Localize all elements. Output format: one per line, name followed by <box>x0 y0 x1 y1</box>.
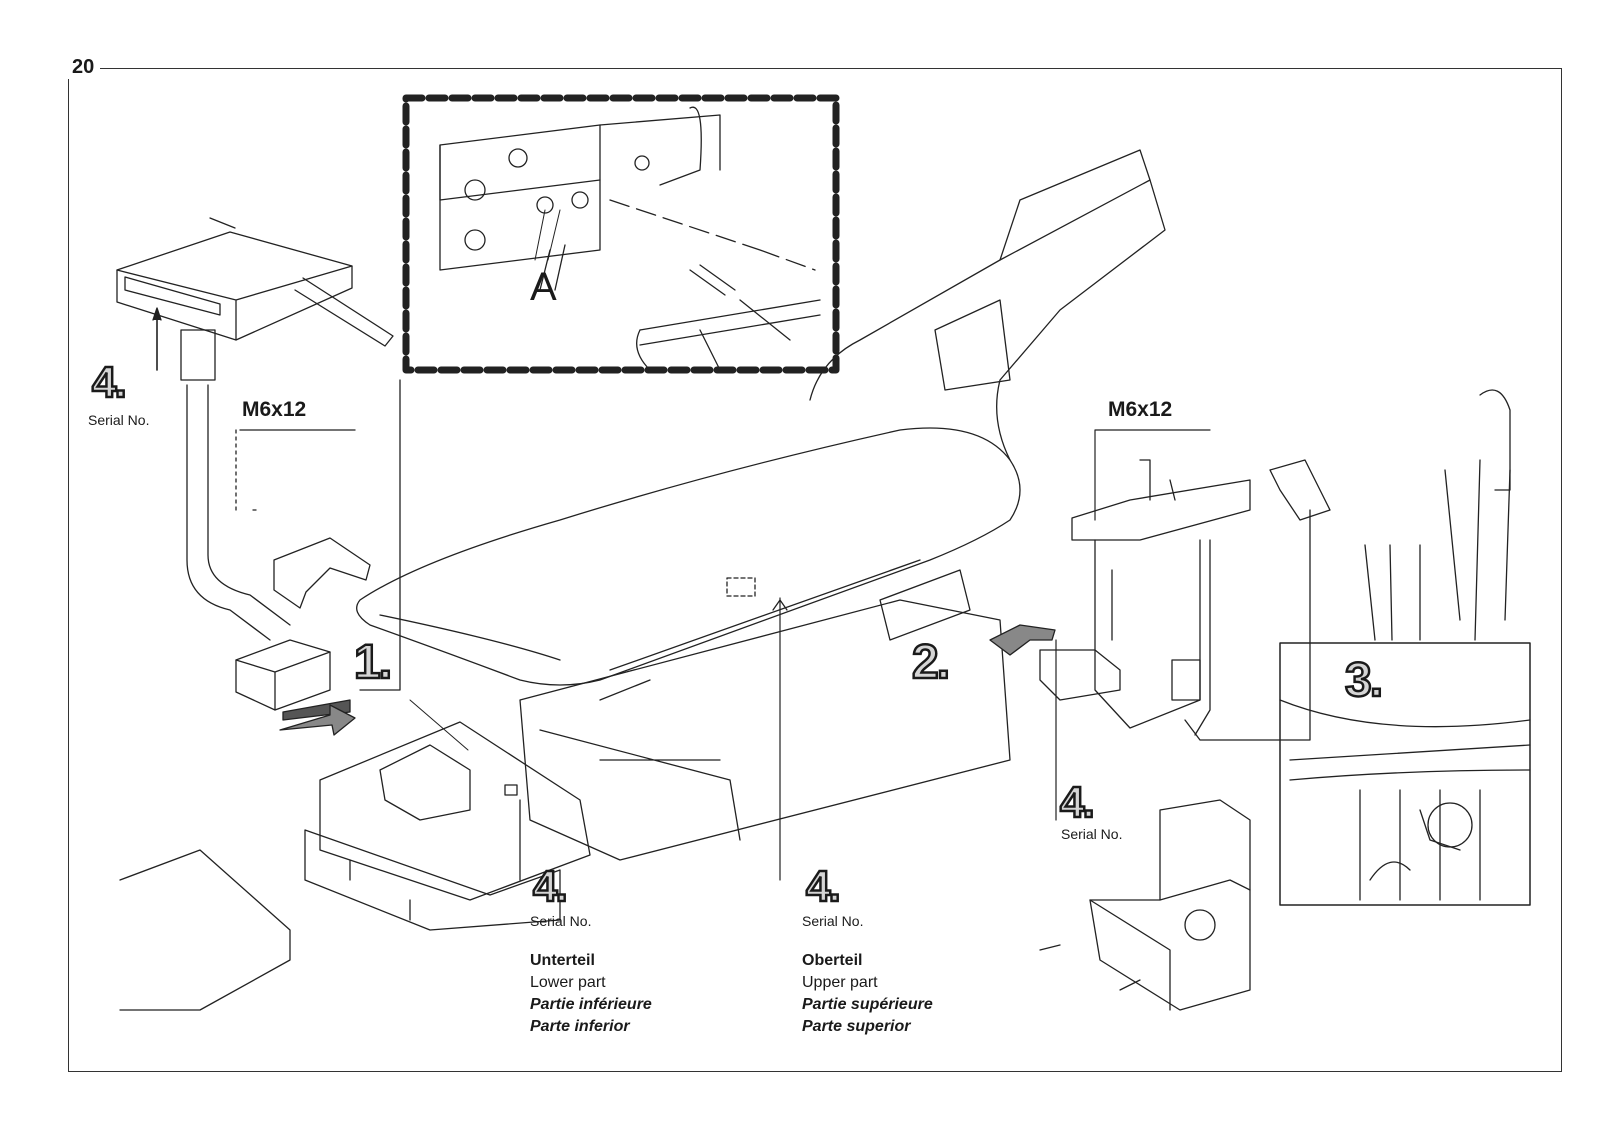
lower-part-de: Unterteil <box>530 952 595 969</box>
detail-letter-a: A <box>530 265 557 309</box>
step-4-label-upper: 4. <box>805 861 842 913</box>
detail-3 <box>1279 642 1531 906</box>
connector-box <box>235 639 351 721</box>
upper-part-caption: Oberteil Upper part Partie supérieure Pa… <box>802 950 933 1038</box>
step-4-label-unit: 4. <box>1059 777 1096 829</box>
detail-inset <box>402 94 840 374</box>
serial-no-head: Serial No. <box>88 412 150 428</box>
serial-no-lower: Serial No. <box>530 913 592 929</box>
upper-part-fr: Partie supérieure <box>802 996 933 1013</box>
side-cover <box>1039 799 1251 1011</box>
arrow-2 <box>989 624 1056 656</box>
diagram-frame <box>68 68 1562 1072</box>
upper-part-es: Parte superior <box>802 1018 911 1035</box>
lower-part-caption: Unterteil Lower part Partie inférieure P… <box>530 950 652 1038</box>
upper-part-de: Oberteil <box>802 952 863 969</box>
right-unit <box>1039 389 1511 741</box>
screw-label-right: M6x12 <box>1108 398 1173 421</box>
step-3-label: 3. <box>1344 653 1385 709</box>
step-2-label: 2. <box>911 635 952 691</box>
lower-part-en: Lower part <box>530 974 606 991</box>
screw-label-left: M6x12 <box>242 398 307 421</box>
serial-no-unit: Serial No. <box>1061 826 1123 842</box>
upper-part-en: Upper part <box>802 974 878 991</box>
cover-bracket <box>273 537 371 609</box>
chair-base <box>304 721 591 931</box>
serial-no-upper: Serial No. <box>802 913 864 929</box>
control-head <box>116 217 394 641</box>
arrow-1 <box>279 704 356 736</box>
step-4-label-head: 4. <box>91 357 128 409</box>
step-1-label: 1. <box>353 635 394 691</box>
floor-box <box>119 849 291 1011</box>
lower-part-fr: Partie inférieure <box>530 996 652 1013</box>
lower-part-es: Parte inferior <box>530 1018 630 1035</box>
step-4-label-lower: 4. <box>532 861 569 913</box>
page-number: 20 <box>66 56 101 79</box>
dental-chair <box>356 149 1166 861</box>
